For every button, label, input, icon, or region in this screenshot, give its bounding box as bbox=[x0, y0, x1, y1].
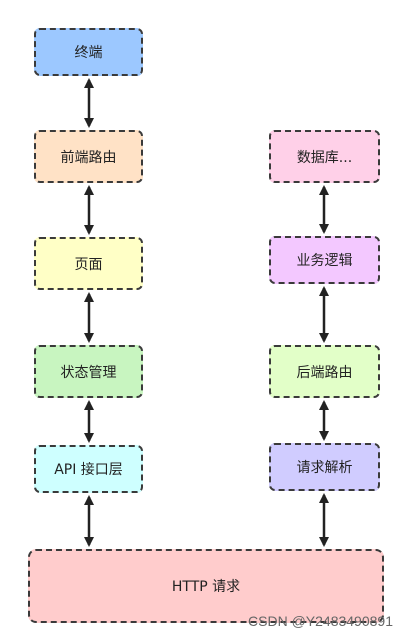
node-frontend-route: 前端路由 bbox=[34, 130, 143, 183]
node-api-layer-label: API 接口层 bbox=[54, 462, 123, 478]
node-request-parse: 请求解析 bbox=[269, 443, 380, 491]
node-terminal: 终端 bbox=[34, 28, 143, 76]
node-backend-route: 后端路由 bbox=[269, 345, 380, 398]
node-state-management-label: 状态管理 bbox=[60, 364, 117, 381]
node-api-layer: API 接口层 bbox=[34, 445, 143, 493]
node-request-parse-label: 请求解析 bbox=[296, 460, 353, 476]
node-page-label: 页面 bbox=[74, 256, 103, 273]
node-http-request-label: HTTP 请求 bbox=[171, 579, 241, 595]
node-terminal-label: 终端 bbox=[74, 45, 103, 61]
node-frontend-route-label: 前端路由 bbox=[60, 149, 117, 166]
node-business-logic-label: 业务逻辑 bbox=[296, 253, 353, 269]
watermark-text: CSDN @Y2483490891 bbox=[248, 613, 393, 629]
node-backend-route-label: 后端路由 bbox=[296, 364, 353, 381]
node-database-label: 数据库... bbox=[296, 149, 353, 166]
node-http-request: HTTP 请求 bbox=[28, 549, 384, 623]
node-state-management: 状态管理 bbox=[34, 345, 143, 398]
node-database: 数据库... bbox=[269, 130, 380, 183]
node-business-logic: 业务逻辑 bbox=[269, 236, 380, 284]
node-page: 页面 bbox=[34, 237, 143, 290]
